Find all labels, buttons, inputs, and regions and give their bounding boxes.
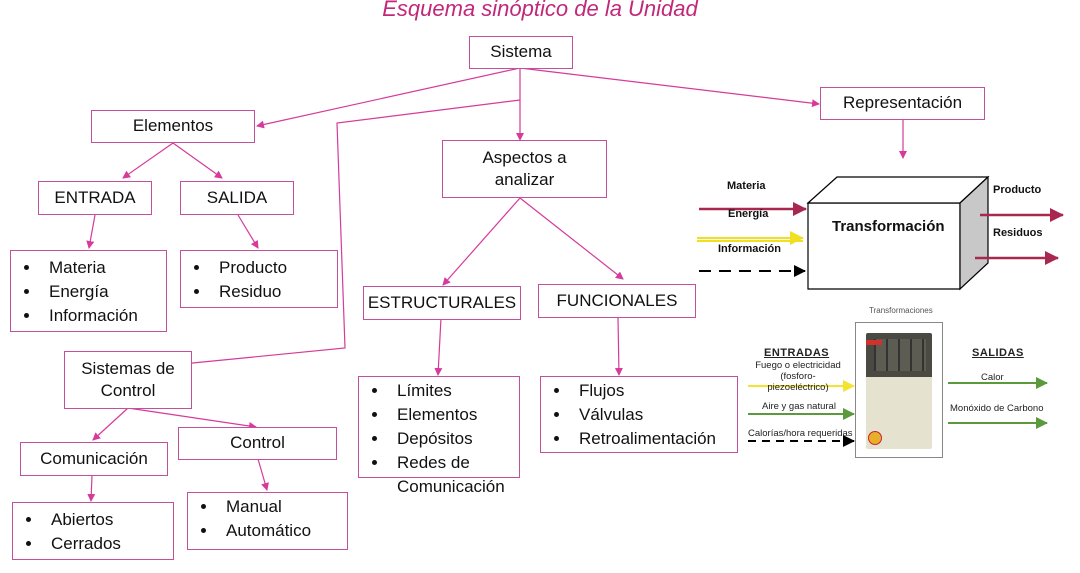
edge-sistema-control (161, 99, 521, 370)
diagram-title: Esquema sinóptico de la Unidad (382, 0, 698, 21)
node-salida: SALIDA (180, 181, 294, 215)
edge-salida-list (237, 214, 259, 249)
label-calor: Calor (981, 372, 1004, 383)
label-producto: Producto (993, 184, 1042, 196)
list-salida: Producto Residuo (180, 250, 338, 308)
edge-entrada-list (86, 214, 96, 249)
edge-control-control (127, 407, 257, 430)
label-materia: Materia (727, 180, 766, 192)
edge-estructurales-list (434, 317, 443, 376)
label-calorias: Calorías/hora requeridas (748, 428, 853, 439)
label-fuego: Fuego o electricidad (fosforo-piezoeléct… (755, 360, 841, 393)
edge-control-comunicacion (92, 407, 129, 441)
list-item: Elementos (389, 403, 511, 427)
list-item: Abiertos (43, 508, 165, 532)
label-transformaciones: Transformaciones (869, 306, 933, 315)
list-comunicacion: Abiertos Cerrados (12, 502, 174, 560)
edge-elementos-entrada (122, 142, 174, 179)
heater-image (855, 322, 943, 458)
list-item: Cerrados (43, 532, 165, 556)
node-aspectos: Aspectos a analizar (442, 140, 607, 198)
edge-sistema-representacion (519, 67, 820, 108)
list-item: Información (41, 304, 158, 328)
node-entrada: ENTRADA (38, 181, 152, 215)
list-funcionales: Flujos Válvulas Retroalimentación (540, 376, 738, 453)
list-item: Límites (389, 379, 511, 403)
header-salidas: SALIDAS (972, 347, 1024, 359)
label-monoxido: Monóxido de Carbono (950, 403, 1044, 414)
list-item: Materia (41, 256, 158, 280)
list-estructurales: Límites Elementos Depósitos Redes de Com… (358, 376, 520, 496)
list-item: Redes de Comunicación (389, 451, 511, 499)
node-sistemas-control: Sistemas de Control (64, 351, 192, 409)
label-residuos: Residuos (993, 227, 1043, 239)
edge-elementos-salida (172, 142, 223, 179)
list-entrada: Materia Energía Información (10, 250, 167, 332)
label-transformacion: Transformación (832, 218, 945, 235)
edge-aspectos-funcionales (519, 197, 624, 280)
edge-aspectos-estructurales (442, 197, 521, 286)
edge-comunicacion-list (87, 474, 96, 502)
header-entradas: ENTRADAS (764, 347, 830, 359)
list-item: Energía (41, 280, 158, 304)
list-item: Producto (211, 256, 329, 280)
list-item: Flujos (571, 379, 729, 403)
list-item: Residuo (211, 280, 329, 304)
list-item: Manual (218, 495, 339, 519)
label-informacion: Información (718, 243, 781, 255)
node-control: Control (178, 427, 337, 460)
edge-control-list (257, 458, 269, 491)
badge-icon (868, 431, 882, 445)
edge-sistema-elementos (256, 67, 521, 129)
node-representacion: Representación (820, 87, 985, 120)
list-item: Automático (218, 519, 339, 543)
label-energia: Energía (728, 208, 769, 220)
node-funcionales: FUNCIONALES (538, 284, 696, 318)
node-estructurales: ESTRUCTURALES (363, 286, 521, 320)
list-item: Depósitos (389, 427, 511, 451)
transformation-cube (806, 175, 990, 291)
node-elementos: Elementos (91, 110, 255, 143)
node-sistema: Sistema (469, 36, 573, 69)
list-control: Manual Automático (187, 492, 348, 550)
edge-funcionales-list (614, 317, 623, 376)
label-aire: Aire y gas natural (762, 401, 836, 412)
node-comunicacion: Comunicación (20, 442, 168, 476)
list-item: Válvulas (571, 403, 729, 427)
list-item: Retroalimentación (571, 427, 729, 451)
